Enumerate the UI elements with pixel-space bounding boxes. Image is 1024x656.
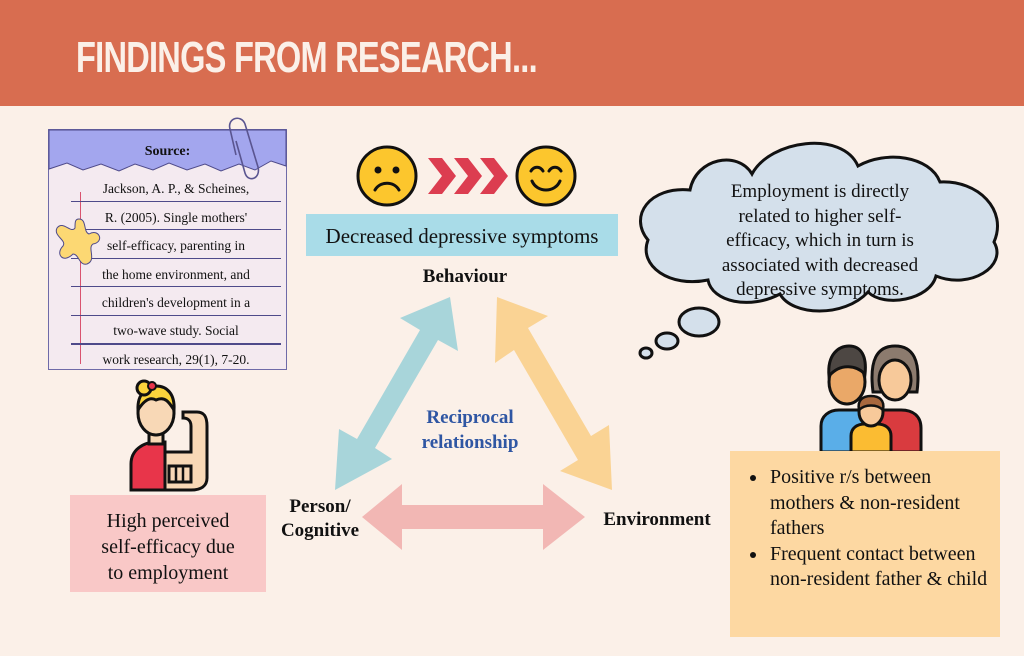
person-node-label-line: Person/ [289, 496, 351, 517]
reference-line: R. (2005). Single mothers' [104, 210, 248, 225]
thought-cloud-line: Employment is directly [730, 181, 910, 202]
behaviour-node-label: Behaviour [422, 266, 508, 287]
reference-line: the home environment, and [102, 267, 250, 282]
thought-cloud [638, 141, 999, 360]
notebook-rule [71, 315, 281, 316]
environment-bullet: Frequent contact between non-resident fa… [768, 542, 1000, 593]
notebook-rule [71, 201, 281, 202]
family-icon [819, 344, 923, 454]
person-box-line: self-efficacy due [101, 536, 235, 558]
thought-cloud-line: related to higher self- [738, 205, 902, 227]
thought-cloud-line: efficacy, which in turn is [726, 230, 914, 251]
person-cognitive-box: High perceived self-efficacy due to empl… [70, 495, 266, 592]
environment-box: Positive r/s between mothers & non-resid… [730, 451, 1000, 637]
reciprocal-label-line: relationship [421, 432, 519, 453]
reference-line: work research, 29(1), 7-20. [102, 352, 250, 367]
environment-node-label: Environment [603, 509, 711, 530]
source-card-header-band [48, 129, 287, 172]
notebook-rule [71, 286, 281, 287]
person-node-label: Person/ Cognitive [272, 495, 368, 543]
reciprocal-relationship-label: Reciprocal relationship [400, 405, 540, 455]
thought-cloud-line: depressive symptoms. [736, 279, 904, 300]
margin-line [80, 192, 81, 364]
sad-face-icon [356, 145, 418, 207]
source-label: Source: [144, 144, 191, 159]
notebook-rule [71, 343, 281, 345]
sticky-star-icon [55, 218, 101, 265]
notebook-rule [71, 258, 281, 259]
behaviour-outcome-box: Decreased depressive symptoms [306, 214, 618, 256]
paperclip-icon [228, 117, 260, 180]
happy-face-icon [515, 145, 577, 207]
environment-bullet-list: Positive r/s between mothers & non-resid… [730, 451, 1000, 593]
person-box-line: to employment [107, 562, 229, 584]
reference-line: children's development in a [101, 295, 251, 310]
strong-woman-icon [129, 379, 209, 492]
reference-line: Jackson, A. P., & Scheines, [102, 181, 250, 196]
reciprocal-label-line: Reciprocal [426, 407, 514, 428]
reference-line: self-efficacy, parenting in [107, 238, 245, 253]
behaviour-outcome-text: Decreased depressive symptoms [325, 224, 599, 248]
notebook-rule [71, 229, 281, 230]
thought-cloud-line: associated with decreased [721, 254, 919, 276]
thought-cloud-text: Employment is directly related to higher… [700, 180, 940, 303]
person-box-line: High perceived [106, 510, 230, 532]
reference-line: two-wave study. Social [113, 323, 239, 338]
environment-bullet: Positive r/s between mothers & non-resid… [768, 465, 1000, 542]
triple-chevron-right-icon [428, 158, 508, 194]
header-banner: FINDINGS FROM RESEARCH... [0, 0, 1024, 106]
page-title: FINDINGS FROM RESEARCH... [76, 33, 538, 82]
person-node-label-line: Cognitive [280, 520, 360, 541]
